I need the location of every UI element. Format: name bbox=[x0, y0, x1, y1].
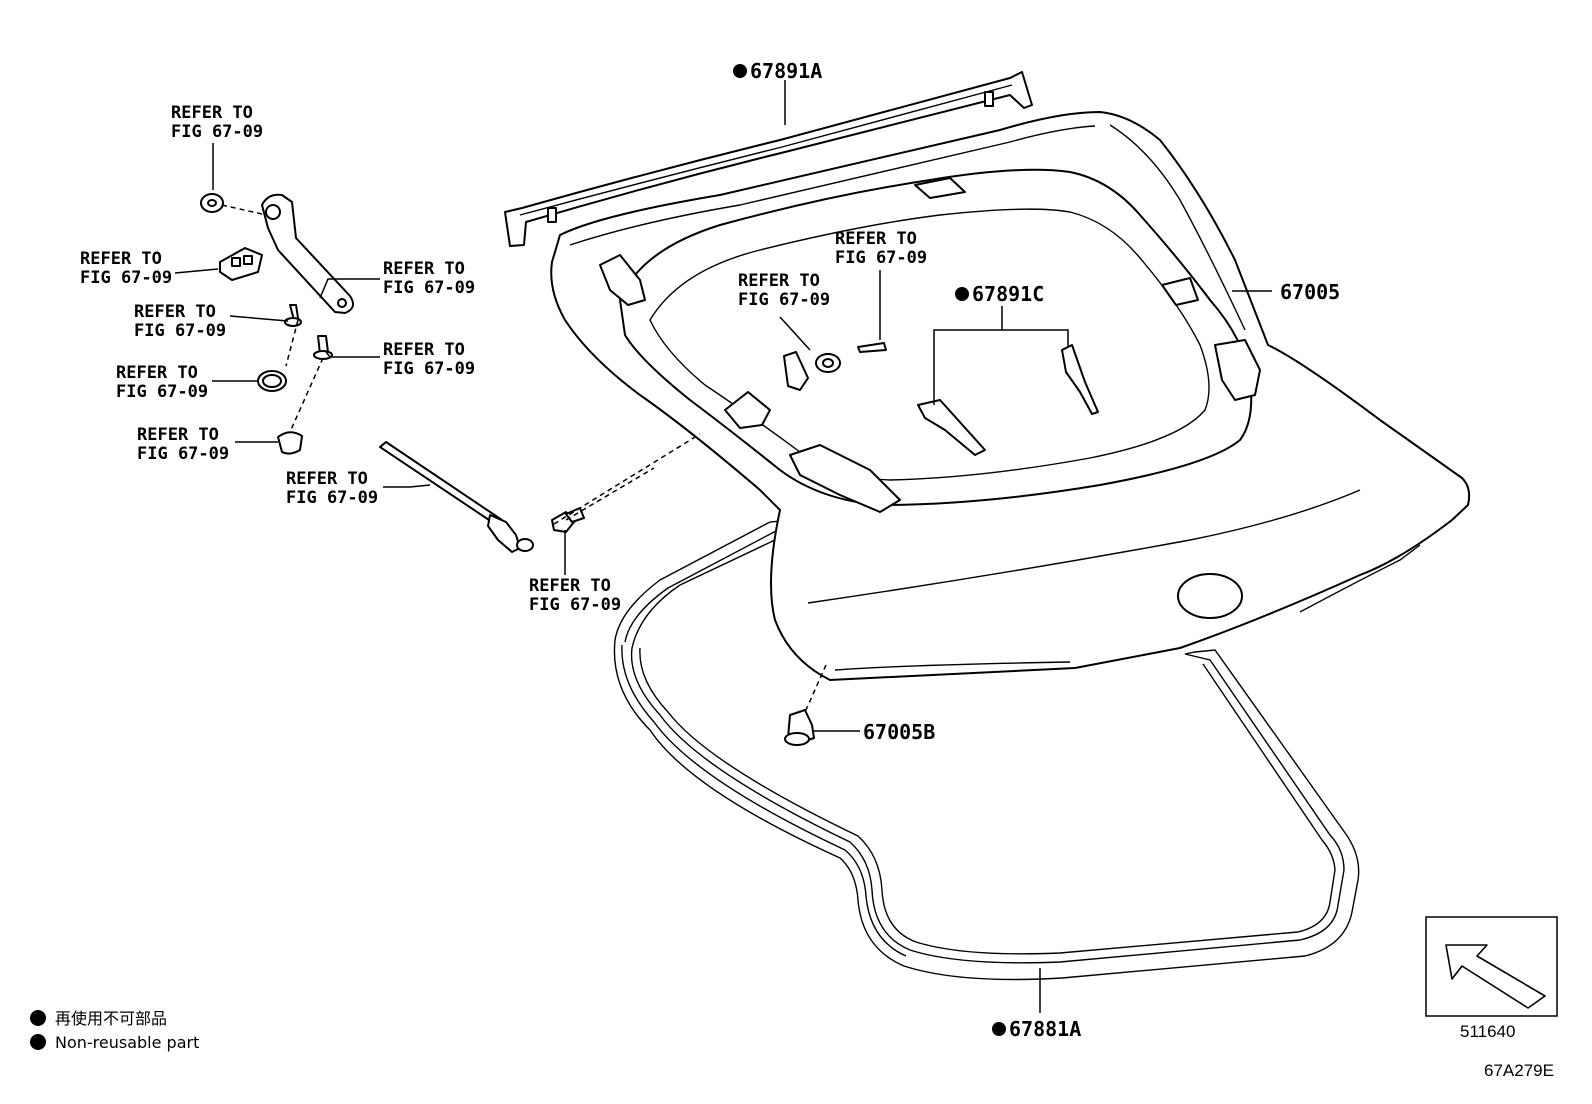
legend: 再使用不可部品 Non-reusable part bbox=[30, 1009, 199, 1052]
refer-label-7: REFER TO FIG 67-09 bbox=[137, 425, 229, 464]
part-number-67005: 67005 bbox=[1280, 280, 1340, 304]
refer-to-text: REFER TO bbox=[116, 363, 198, 383]
refer-label-2: REFER TO FIG 67-09 bbox=[80, 249, 172, 288]
refer-label-8: REFER TO FIG 67-09 bbox=[286, 469, 378, 508]
weatherstrip-lower-part bbox=[613, 519, 1360, 981]
legend-bullet-icon bbox=[30, 1034, 46, 1050]
refer-to-text: REFER TO bbox=[80, 249, 162, 269]
refer-to-text: FIG 67-09 bbox=[171, 122, 263, 142]
non-reusable-marker-icon bbox=[992, 1022, 1006, 1036]
refer-to-text: REFER TO bbox=[134, 302, 216, 322]
callout-67005: 67005 bbox=[1280, 280, 1340, 304]
refer-label-4: REFER TO FIG 67-09 bbox=[383, 259, 475, 298]
cushion-part bbox=[784, 664, 827, 746]
refer-to-text: FIG 67-09 bbox=[383, 278, 475, 298]
refer-to-text: REFER TO bbox=[383, 259, 465, 279]
non-reusable-marker-icon bbox=[955, 287, 969, 301]
refer-label-6: REFER TO FIG 67-09 bbox=[116, 363, 208, 402]
refer-to-text: FIG 67-09 bbox=[137, 444, 229, 464]
refer-to-text: FIG 67-09 bbox=[529, 595, 621, 615]
refer-label-9: REFER TO FIG 67-09 bbox=[529, 576, 621, 615]
refer-label-5: REFER TO FIG 67-09 bbox=[383, 340, 475, 379]
refer-label-1: REFER TO FIG 67-09 bbox=[171, 103, 263, 142]
legend-en: Non-reusable part bbox=[55, 1033, 199, 1052]
refer-to-text: REFER TO bbox=[383, 340, 465, 360]
refer-to-text: FIG 67-09 bbox=[286, 488, 378, 508]
part-number-67005b: 67005B bbox=[863, 720, 935, 744]
refer-to-text: FIG 67-09 bbox=[80, 268, 172, 288]
legend-jp: 再使用不可部品 bbox=[55, 1009, 167, 1028]
refer-to-text: FIG 67-09 bbox=[738, 290, 830, 310]
view-box-code: 511640 bbox=[1460, 1022, 1515, 1041]
refer-to-text: REFER TO bbox=[137, 425, 219, 445]
refer-label-3: REFER TO FIG 67-09 bbox=[134, 302, 226, 341]
back-door-panel-part bbox=[550, 111, 1471, 681]
figure-code: 67A279E bbox=[1484, 1061, 1554, 1080]
part-number-67881a: 67881A bbox=[1009, 1017, 1081, 1041]
hinge-assembly bbox=[200, 193, 887, 553]
leader-lines bbox=[174, 80, 1272, 1013]
refer-to-text: REFER TO bbox=[286, 469, 368, 489]
callout-67881a: 67881A bbox=[992, 1017, 1081, 1041]
refer-to-text: REFER TO bbox=[171, 103, 253, 123]
view-direction-box: 511640 bbox=[1425, 916, 1558, 1041]
part-number-67891a: 67891A bbox=[750, 59, 822, 83]
refer-label-11: REFER TO FIG 67-09 bbox=[835, 229, 927, 268]
refer-to-text: FIG 67-09 bbox=[835, 248, 927, 268]
refer-to-text: REFER TO bbox=[835, 229, 917, 249]
refer-to-text: FIG 67-09 bbox=[116, 382, 208, 402]
refer-label-10: REFER TO FIG 67-09 bbox=[738, 271, 830, 310]
legend-bullet-icon bbox=[30, 1010, 46, 1026]
refer-to-text: FIG 67-09 bbox=[134, 321, 226, 341]
refer-to-text: FIG 67-09 bbox=[383, 359, 475, 379]
part-number-67891c: 67891C bbox=[972, 282, 1044, 306]
callout-67891c: 67891C bbox=[955, 282, 1044, 306]
seal-inner-part bbox=[917, 344, 1099, 456]
weatherstrip-upper-part bbox=[504, 71, 1033, 247]
non-reusable-marker-icon bbox=[733, 64, 747, 78]
view-arrow-icon bbox=[1445, 944, 1546, 1009]
refer-to-text: REFER TO bbox=[529, 576, 611, 596]
callout-67005b: 67005B bbox=[863, 720, 935, 744]
refer-to-text: REFER TO bbox=[738, 271, 820, 291]
callout-67891a: 67891A bbox=[733, 59, 822, 83]
